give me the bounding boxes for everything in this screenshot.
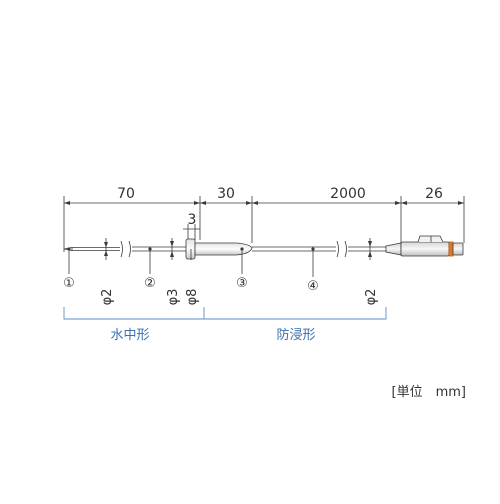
- connector-ring: [448, 241, 454, 257]
- dim-label-3: 3: [188, 212, 197, 228]
- collar-width-dimension: [183, 224, 200, 240]
- callout-1: ①: [63, 276, 75, 291]
- diameter-arrows: [104, 241, 372, 257]
- callout-2: ②: [144, 276, 156, 291]
- section-brackets: [63, 307, 387, 320]
- diameter-collar: φ8: [185, 289, 200, 306]
- dim-label-2000: 2000: [330, 186, 366, 202]
- diameter-sheath: φ2: [364, 289, 379, 306]
- connector-latch: [417, 235, 444, 243]
- dimension-arrows: [64, 201, 464, 205]
- callout-3: ③: [236, 276, 248, 291]
- callout-4: ④: [307, 279, 319, 294]
- section-immersion-type: 防浸形: [276, 327, 315, 343]
- probe-collar: [185, 238, 196, 260]
- section-water-type: 水中形: [110, 328, 149, 343]
- diameter-tip: φ2: [100, 289, 115, 306]
- probe-body: [63, 235, 464, 260]
- break-marks: [120, 240, 347, 258]
- connector-body: [400, 241, 450, 257]
- connector-end: [452, 242, 464, 256]
- dim-label-30: 30: [217, 186, 235, 202]
- dim-label-26: 26: [425, 186, 443, 202]
- diameter-mid: φ3: [166, 289, 181, 306]
- leader-dots: [67, 247, 315, 251]
- unit-note: [単位 mm]: [392, 384, 466, 400]
- dim-label-70: 70: [117, 186, 135, 202]
- probe-sleeve: [194, 242, 253, 256]
